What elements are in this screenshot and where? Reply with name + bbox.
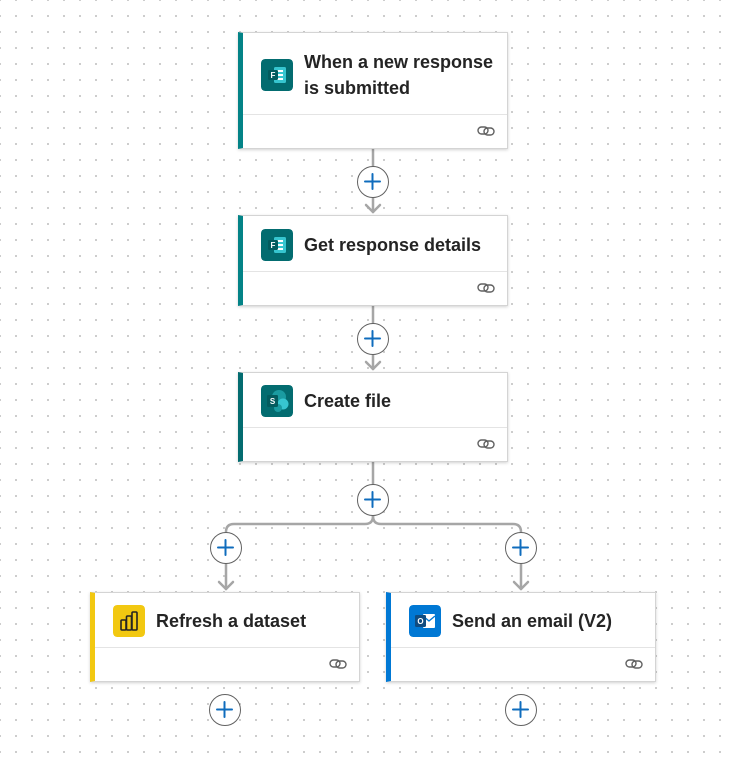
link-icon (477, 439, 495, 449)
svg-text:O: O (417, 617, 423, 626)
card-footer (243, 427, 507, 461)
step-title: Get response details (304, 234, 482, 255)
connector-arrow (364, 360, 382, 371)
card-header: S Create file (243, 373, 507, 429)
action-card-refresh-dataset[interactable]: Refresh a dataset (90, 592, 360, 682)
add-action-button-after-refresh[interactable] (209, 694, 241, 726)
outlook-icon: O (409, 605, 441, 637)
svg-text:F: F (271, 241, 276, 250)
plus-icon (364, 330, 381, 347)
sharepoint-icon: S (261, 385, 293, 417)
action-card-send-email[interactable]: O Send an email (V2) (386, 592, 656, 682)
add-action-button-left-branch[interactable] (210, 532, 242, 564)
link-icon (477, 126, 495, 136)
connector-branch-left (224, 514, 375, 591)
card-header: Refresh a dataset (95, 593, 359, 649)
plus-icon (512, 701, 529, 718)
forms-icon: F (261, 228, 293, 261)
card-header: F Get response details (243, 216, 507, 273)
plus-icon (512, 539, 529, 556)
card-footer (243, 271, 507, 305)
connector-arrow (217, 580, 235, 591)
card-footer (391, 647, 655, 681)
power-bi-icon (113, 605, 145, 637)
add-action-button-after-email[interactable] (505, 694, 537, 726)
step-title: When a new response is submitted (304, 52, 494, 98)
plus-icon (364, 173, 381, 190)
link-icon (477, 283, 495, 293)
card-header: F When a new response is submitted (243, 33, 507, 117)
plus-icon (364, 491, 381, 508)
add-action-button-right-branch[interactable] (505, 532, 537, 564)
step-title: Send an email (V2) (452, 611, 613, 631)
connector-arrow (364, 203, 382, 214)
add-action-button[interactable] (357, 484, 389, 516)
forms-icon: F (261, 59, 293, 91)
add-action-button[interactable] (357, 166, 389, 198)
step-title: Create file (304, 391, 392, 411)
link-icon (329, 659, 347, 669)
card-footer (243, 114, 507, 148)
plus-icon (216, 701, 233, 718)
svg-text:F: F (271, 71, 276, 80)
plus-icon (217, 539, 234, 556)
add-action-button[interactable] (357, 323, 389, 355)
link-icon (625, 659, 643, 669)
svg-text:S: S (270, 397, 276, 406)
card-header: O Send an email (V2) (391, 593, 655, 649)
trigger-card-when-new-response[interactable]: F When a new response is submitted (238, 32, 508, 149)
step-title: Refresh a dataset (156, 611, 307, 631)
connector-branch-right (371, 514, 523, 591)
action-card-get-response-details[interactable]: F Get response details (238, 215, 508, 306)
card-footer (95, 647, 359, 681)
connector-arrow (512, 580, 530, 591)
action-card-create-file[interactable]: S Create file (238, 372, 508, 462)
